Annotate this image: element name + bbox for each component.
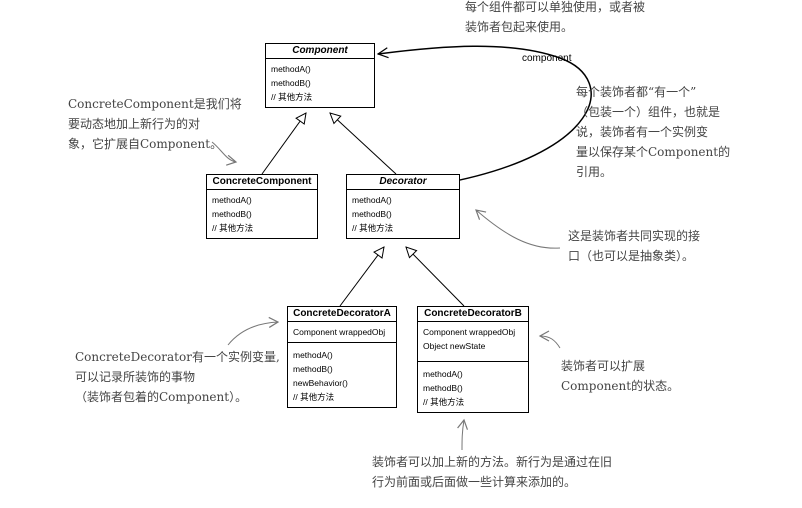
class-methods: methodA() methodB() // 其他方法 (347, 190, 459, 238)
note-line: 可以记录所装饰的事物 (75, 370, 196, 384)
note-has-a: 每个装饰者都“有一个” （包装一个）组件，也就是 说，装饰者有一个实例变 量以保… (576, 82, 730, 182)
note-line: 象，它扩展自Component。 (68, 137, 223, 151)
association-label: component (522, 53, 572, 64)
note-arrow-decorator-b (538, 330, 561, 349)
method-row: methodB() (352, 209, 392, 219)
class-title: Decorator (347, 175, 459, 190)
class-methods: methodA() methodB() // 其他方法 (418, 362, 528, 412)
association-arc (378, 45, 592, 185)
note-extend-state: 装饰者可以扩展 Component的状态。 (561, 356, 679, 396)
field-row: Object newState (423, 341, 486, 351)
note-line: 装饰者包起来使用。 (465, 20, 574, 34)
method-row: methodA() (212, 195, 252, 205)
note-line: ConcreteDecorator有一个实例变量, (75, 350, 280, 364)
method-row: // 其他方法 (423, 397, 465, 407)
note-line: 要动态地加上新行为的对 (68, 117, 201, 131)
method-row: newBehavior() (293, 378, 348, 388)
note-line: （包装一个）组件，也就是 (576, 105, 721, 119)
note-top: 每个组件都可以单独使用，或者被 装饰者包起来使用。 (465, 0, 645, 37)
class-methods: methodA() methodB() // 其他方法 (207, 190, 317, 238)
inherit-decorator-a-line (339, 247, 384, 307)
method-row: methodB() (212, 209, 252, 219)
method-row: // 其他方法 (352, 223, 394, 233)
method-row: // 其他方法 (293, 392, 335, 402)
note-line: 装饰者可以加上新的方法。新行为是通过在旧 (372, 455, 613, 469)
class-concrete-decorator-a: ConcreteDecoratorA Component wrappedObj … (287, 306, 397, 408)
note-line: Component的状态。 (561, 379, 680, 393)
class-title: Component (266, 44, 374, 59)
class-fields: Component wrappedObj Object newState (418, 322, 528, 362)
note-new-methods: 装饰者可以加上新的方法。新行为是通过在旧 行为前面或后面做一些计算来添加的。 (372, 452, 612, 492)
note-line: ConcreteComponent是我们将 (68, 97, 242, 111)
note-line: 每个装饰者都“有一个” (576, 85, 697, 99)
method-row: methodB() (293, 364, 333, 374)
class-title: ConcreteComponent (207, 175, 317, 190)
method-row: methodA() (293, 350, 333, 360)
note-arrow-new-methods (457, 418, 469, 451)
note-arrow-decorator-a (227, 316, 280, 346)
method-row: methodB() (423, 383, 463, 393)
note-line: 说，装饰者有一个实例变 (576, 125, 709, 139)
note-line: 口（也可以是抽象类）。 (568, 249, 695, 263)
note-line: （装饰者包着的Component）。 (75, 390, 248, 404)
field-row: Component wrappedObj (293, 327, 386, 337)
method-row: // 其他方法 (271, 92, 313, 102)
method-row: methodA() (271, 64, 311, 74)
class-title: ConcreteDecoratorA (288, 307, 396, 322)
class-component: Component methodA() methodB() // 其他方法 (265, 43, 375, 108)
method-row: methodB() (271, 78, 311, 88)
class-methods: methodA() methodB() newBehavior() // 其他方… (288, 343, 396, 407)
note-arrow-decorator (475, 209, 561, 249)
method-row: methodA() (352, 195, 392, 205)
note-concrete-component: ConcreteComponent是我们将 要动态地加上新行为的对 象，它扩展自… (68, 94, 242, 154)
note-arrow-concrete-component (211, 141, 238, 166)
note-concrete-decorator-a: ConcreteDecorator有一个实例变量, 可以记录所装饰的事物 （装饰… (75, 347, 280, 407)
class-fields: Component wrappedObj (288, 322, 396, 343)
class-concrete-component: ConcreteComponent methodA() methodB() //… (206, 174, 318, 239)
field-row: Component wrappedObj (423, 327, 516, 337)
class-concrete-decorator-b: ConcreteDecoratorB Component wrappedObj … (417, 306, 529, 413)
method-row: // 其他方法 (212, 223, 254, 233)
inherit-decorator-line (330, 113, 397, 175)
class-decorator: Decorator methodA() methodB() // 其他方法 (346, 174, 460, 239)
note-line: 引用。 (576, 165, 613, 179)
note-line: 量以保存某个Component的 (576, 145, 731, 159)
note-line: 装饰者可以扩展 (561, 359, 646, 373)
inherit-decorator-b-line (406, 247, 465, 307)
method-row: methodA() (423, 369, 463, 379)
note-line: 行为前面或后面做一些计算来添加的。 (372, 475, 577, 489)
class-title: ConcreteDecoratorB (418, 307, 528, 322)
note-line: 每个组件都可以单独使用，或者被 (465, 0, 646, 14)
inherit-concrete-component-line (261, 113, 306, 175)
note-decorator-interface: 这是装饰者共同实现的接 口（也可以是抽象类）。 (568, 226, 700, 266)
note-line: 这是装饰者共同实现的接 (568, 229, 701, 243)
class-methods: methodA() methodB() // 其他方法 (266, 59, 374, 107)
